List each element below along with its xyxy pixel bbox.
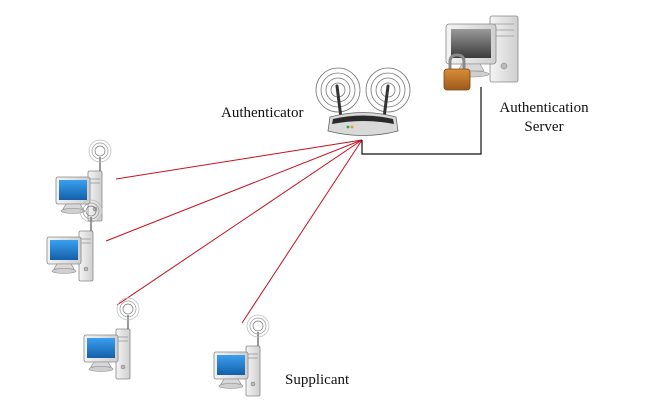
wireless-desktop-computer-icon bbox=[213, 314, 270, 397]
padlock-icon bbox=[443, 53, 471, 91]
authentication-server-label-line1: Authentication bbox=[499, 100, 589, 116]
wireless-router-icon bbox=[315, 67, 411, 136]
server-computer-icon bbox=[445, 15, 519, 83]
wireless-links bbox=[105, 139, 363, 324]
wireless-link-4 bbox=[241, 139, 363, 324]
wireless-link-1 bbox=[115, 139, 363, 180]
wireless-link-3 bbox=[116, 139, 363, 306]
authenticator-label: Authenticator bbox=[221, 105, 304, 121]
wireless-desktop-computer-icon bbox=[83, 297, 140, 380]
wired-link bbox=[361, 87, 482, 155]
authentication-server-label: Authentication Server bbox=[489, 99, 599, 137]
wireless-link-2 bbox=[105, 139, 363, 242]
authentication-server-label-line2: Server bbox=[524, 118, 564, 135]
supplicant-label: Supplicant bbox=[285, 372, 350, 388]
